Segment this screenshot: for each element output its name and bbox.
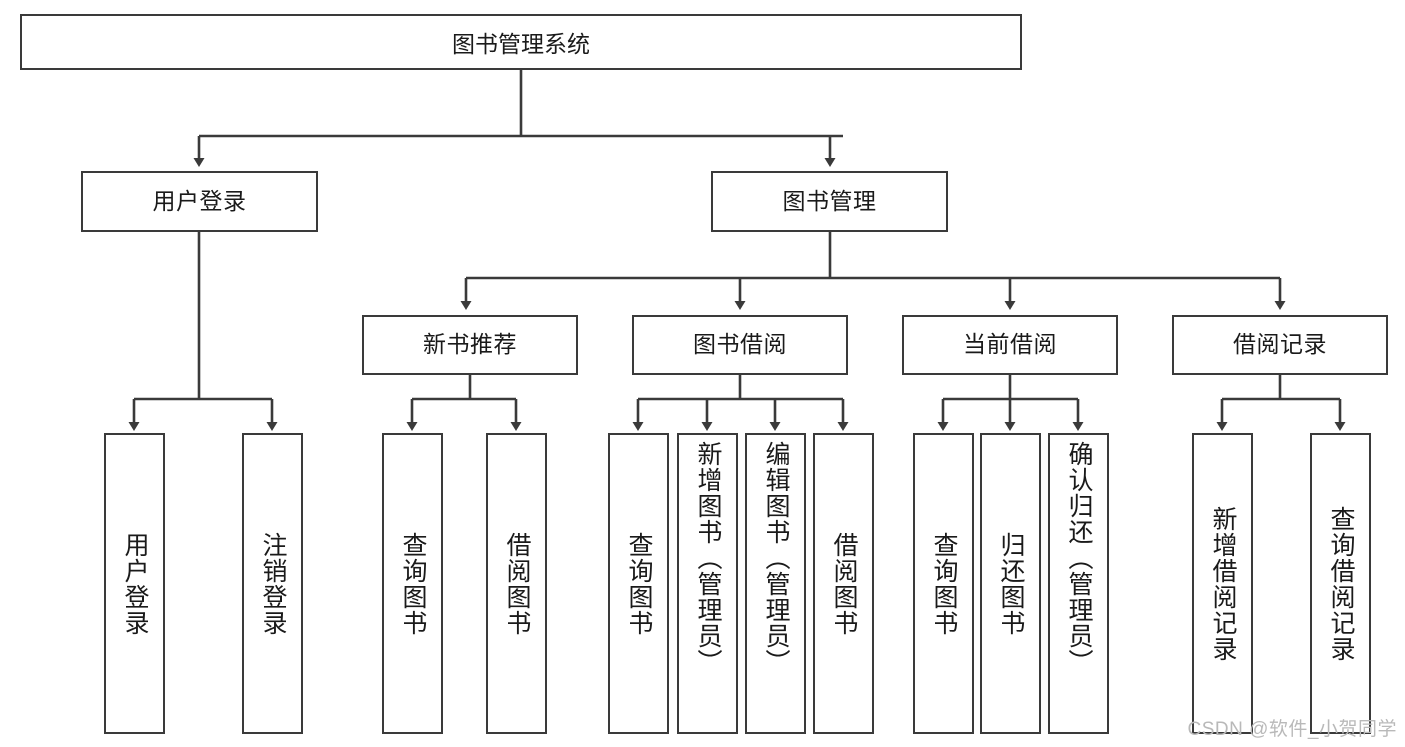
node-label: 用户登录 [121,531,149,636]
leaf-query-book-2[interactable]: 查询图书 [608,433,669,734]
node-label: 查询借阅记录 [1327,505,1355,662]
leaf-add-borrow-record[interactable]: 新增借阅记录 [1192,433,1253,734]
node-borrow-record[interactable]: 借阅记录 [1172,315,1388,375]
node-label: 用户登录 [152,187,247,214]
leaf-borrow-book-2[interactable]: 借阅图书 [813,433,874,734]
node-label: 查询图书 [930,531,958,636]
leaf-query-book-3[interactable]: 查询图书 [913,433,974,734]
leaf-query-borrow-record[interactable]: 查询借阅记录 [1310,433,1371,734]
node-root-system[interactable]: 图书管理系统 [20,14,1022,70]
node-label: 图书借阅 [693,331,787,358]
node-user-login[interactable]: 用户登录 [81,171,318,232]
node-label: 新增图书（管理员） [694,441,722,675]
leaf-logout-login[interactable]: 注销登录 [242,433,303,734]
node-label: 查询图书 [625,531,653,636]
node-new-book-rec[interactable]: 新书推荐 [362,315,578,375]
leaf-add-book-admin[interactable]: 新增图书（管理员） [677,433,738,734]
leaf-user-login[interactable]: 用户登录 [104,433,165,734]
node-label: 借阅图书 [830,531,858,636]
node-label: 图书管理 [782,187,877,214]
leaf-edit-book-admin[interactable]: 编辑图书（管理员） [745,433,806,734]
node-label: 新书推荐 [423,331,517,358]
node-label: 新增借阅记录 [1209,505,1237,662]
node-label: 编辑图书（管理员） [762,441,790,675]
node-label: 借阅记录 [1233,331,1327,358]
node-book-manage[interactable]: 图书管理 [711,171,948,232]
leaf-query-book-1[interactable]: 查询图书 [382,433,443,734]
node-label: 图书管理系统 [452,31,590,57]
node-label: 注销登录 [259,531,287,636]
node-label: 查询图书 [399,531,427,636]
leaf-confirm-return-admin[interactable]: 确认归还（管理员） [1048,433,1109,734]
node-label: 归还图书 [997,531,1025,636]
node-label: 当前借阅 [963,331,1057,358]
node-label: 确认归还（管理员） [1065,441,1093,675]
node-current-borrow[interactable]: 当前借阅 [902,315,1118,375]
leaf-borrow-book-1[interactable]: 借阅图书 [486,433,547,734]
leaf-return-book[interactable]: 归还图书 [980,433,1041,734]
node-book-borrow[interactable]: 图书借阅 [632,315,848,375]
watermark-text: CSDN @软件_小贺同学 [1187,719,1397,740]
node-label: 借阅图书 [503,531,531,636]
